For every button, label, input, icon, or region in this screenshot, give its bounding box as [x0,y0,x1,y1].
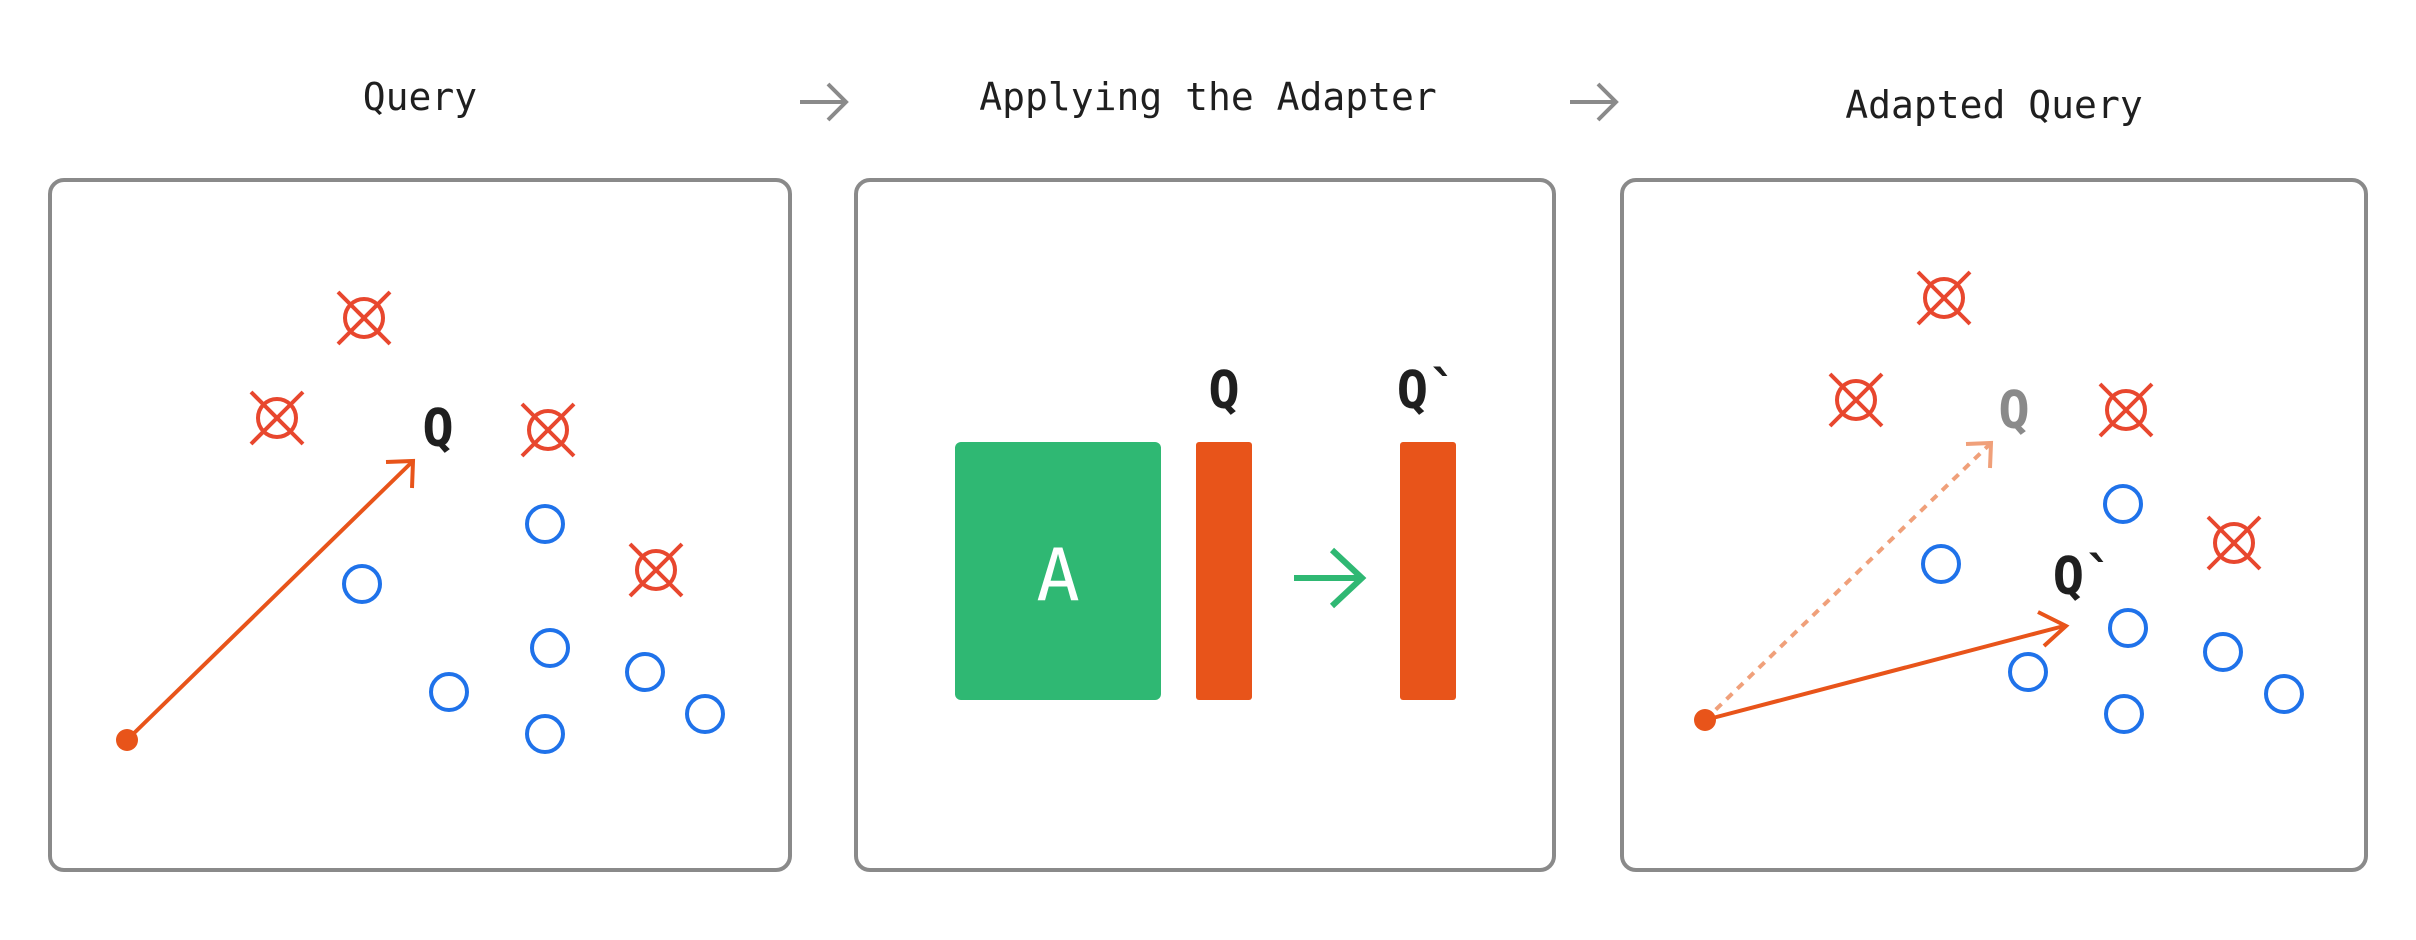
arrow-right-icon [800,82,849,122]
circle-icon [2104,694,2144,734]
adapted-query-arrow [1694,610,2070,731]
original-query-arrow [1703,440,1994,722]
panel-2-content: A Q Q` [955,361,1459,700]
circle-icon [2008,652,2048,692]
circle-icon [530,628,570,668]
arrow-right-icon [1570,82,1619,122]
panel-2-title: Applying the Adapter [979,75,1437,119]
panel-3-content: Q Q` [1694,270,2304,734]
q-prime-bar-label: Q` [1397,361,1460,421]
q-prime-label: Q` [2053,547,2116,607]
query-vector-arrow [116,458,416,751]
adapter-block [955,442,1161,700]
circle-icon [429,672,469,712]
circle-icon [2108,608,2148,648]
circle-icon [2103,484,2143,524]
circle-icon [2264,674,2304,714]
crossed-circle-icon [249,390,305,446]
circle-icon [1921,544,1961,584]
crossed-circle-icon [1916,270,1972,326]
transform-arrow-icon [1294,547,1367,609]
panel-1-title: Query [363,75,477,119]
crossed-circle-icon [2206,515,2262,571]
crossed-circle-icon [520,402,576,458]
crossed-circle-icon [336,290,392,346]
panel-1-frame [48,178,792,872]
q-bar-label: Q [1208,361,1239,421]
q-label: Q [422,399,453,459]
adapted-query-bar [1400,442,1456,700]
circle-icon [625,652,665,692]
circle-icon [342,564,382,604]
adapter-label: A [1036,533,1079,617]
panel-3-frame [1620,178,2368,872]
circle-icon [685,694,725,734]
q-original-label: Q [1998,381,2029,441]
crossed-circle-icon [2098,382,2154,438]
query-vector-bar [1196,442,1252,700]
panel-1-content: Q [116,290,725,754]
crossed-circle-icon [1828,372,1884,428]
circle-icon [2203,632,2243,672]
panel-3-title: Adapted Query [1845,83,2142,127]
circle-icon [525,714,565,754]
circle-icon [525,504,565,544]
panel-2-frame [854,178,1556,872]
crossed-circle-icon [628,542,684,598]
